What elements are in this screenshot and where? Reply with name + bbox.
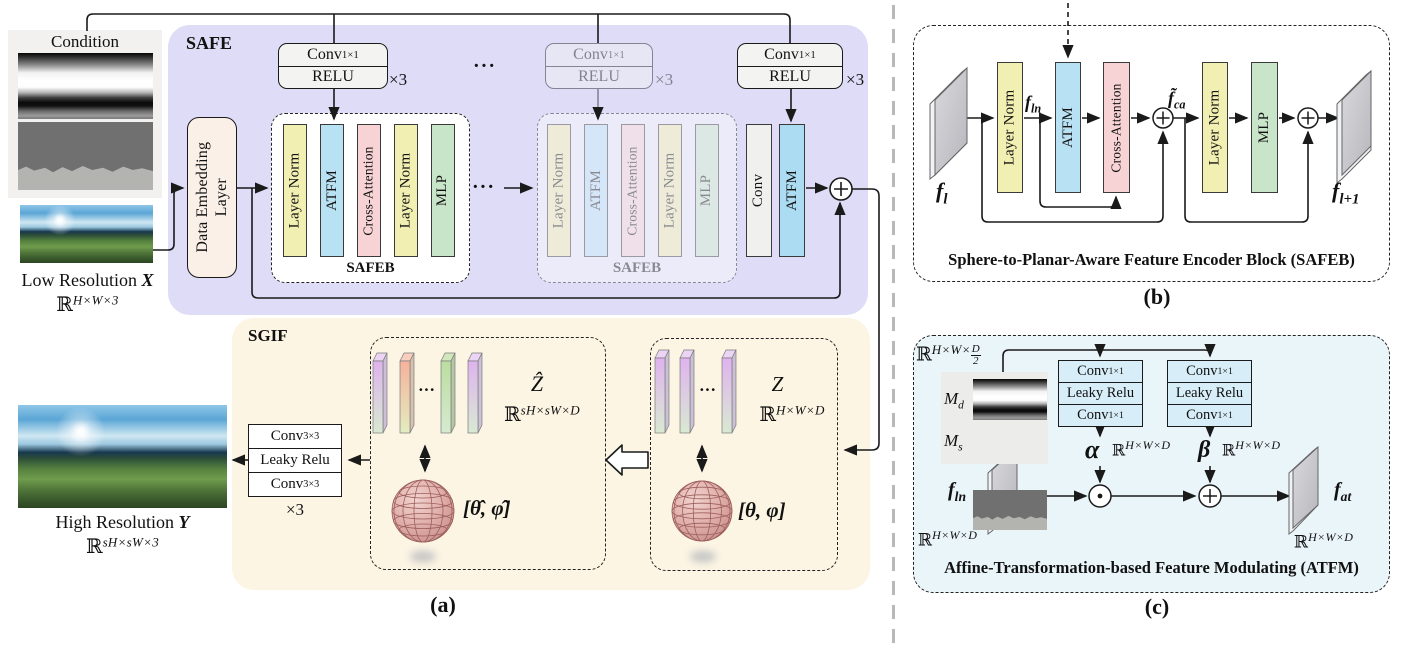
zhat-dim-label: ℝsH×sW×D [504, 402, 580, 426]
zhat-bars-ellipsis: ··· [418, 380, 436, 399]
safeb-label: SAFEB [346, 260, 395, 276]
semantic-mask-image [973, 490, 1047, 530]
ellipsis-top: ··· [473, 55, 497, 77]
beta-dim-label: ℝH×W×D [1222, 438, 1281, 460]
condition-semantic-mask-image [18, 122, 153, 190]
cross-attention-bar: Cross-Attention [621, 124, 645, 257]
high-resolution-dim: ℝsH×sW×3 [85, 534, 160, 558]
atfm-bar: ATFM [584, 124, 608, 257]
relu-label: RELU [738, 65, 842, 89]
high-resolution-output-image [18, 405, 227, 508]
z-var-label: Z [771, 372, 784, 396]
ellipsis-mid: ··· [472, 176, 496, 198]
leaky-relu-label: Leaky Relu [1168, 382, 1251, 404]
sphere-shadow [690, 551, 716, 562]
high-resolution-label: High Resolution Y [55, 512, 190, 532]
f-at-output-label: fat [1334, 479, 1352, 504]
z-bars-ellipsis: ··· [699, 380, 717, 399]
conv-output-bar: Conv [746, 124, 772, 257]
safeb-detail-box [913, 25, 1390, 282]
conv3x3-times: ×3 [285, 500, 305, 519]
atfm-output-bar: ATFM [779, 124, 805, 257]
layer-norm-bar: Layer Norm [997, 62, 1023, 193]
conv-relu-1-times: ×3 [389, 70, 408, 89]
zhat-angles-label: [θ̂, φ̂] [463, 496, 511, 520]
f-ln-dim-label: ℝH×W×D [918, 528, 978, 550]
layer-norm-bar: Layer Norm [658, 124, 682, 257]
z-dim-label: ℝH×W×D [759, 402, 825, 426]
f-l-label: fl [936, 178, 948, 208]
layer-norm-bar: Layer Norm [547, 124, 571, 257]
cross-attention-bar: Cross-Attention [1103, 62, 1130, 193]
f-at-dim-label: ℝH×W×D [1294, 530, 1354, 552]
f-l-next-label: fl+1 [1332, 178, 1360, 208]
condition-label: Condition [50, 32, 119, 51]
layer-norm-bar: Layer Norm [394, 124, 418, 257]
panel-b-caption: (b) [1143, 284, 1171, 309]
leaky-relu-label: Leaky Relu [249, 448, 341, 472]
conv-relu-2-times: ×3 [655, 70, 674, 89]
beta-label: β [1198, 437, 1211, 463]
layer-norm-bar: Layer Norm [283, 124, 307, 257]
alpha-label: α [1085, 435, 1100, 464]
alpha-dim-label: ℝH×W×D [1112, 438, 1171, 460]
m-s-label: Ms [944, 431, 963, 454]
atfm-bar: ATFM [1055, 62, 1081, 193]
safe-title: SAFE [186, 33, 233, 53]
sgif-title: SGIF [248, 326, 288, 345]
z-angles-label: [θ, φ] [738, 498, 786, 522]
distortion-map-image [973, 379, 1047, 420]
data-embedding-layer: Data Embedding Layer [187, 117, 237, 278]
low-resolution-label: Low Resolution X [21, 270, 154, 290]
sphere-hat-shadow [410, 551, 436, 562]
atfm-bar: ATFM [320, 124, 344, 257]
safeb-detail-title: Sphere-to-Planar-Aware Feature Encoder B… [948, 250, 1355, 269]
mlp-bar: MLP [1251, 62, 1278, 193]
f-ln-label: fln [1025, 92, 1042, 116]
relu-label: RELU [279, 65, 387, 89]
zhat-var-label: Ẑ [530, 371, 544, 396]
low-resolution-dim: ℝH×W×3 [56, 292, 119, 316]
low-resolution-input-image [20, 205, 153, 263]
m-d-label: Md [944, 389, 964, 412]
panel-c-caption: (c) [1144, 594, 1170, 619]
leaky-relu-label: Leaky Relu [1059, 382, 1142, 404]
conv-relu-3-times: ×3 [846, 70, 865, 89]
relu-label: RELU [546, 65, 652, 89]
f-ca-label: f̃ca [1168, 88, 1186, 112]
condition-distortion-map-image [18, 53, 153, 119]
atfm-detail-title: Affine-Transformation-based Feature Modu… [944, 558, 1359, 577]
panel-divider [892, 5, 895, 653]
panel-a-caption: (a) [430, 592, 456, 617]
layer-norm-bar: Layer Norm [1202, 62, 1228, 193]
safeb-label: SAFEB [612, 260, 662, 276]
z-feature-box [650, 338, 838, 571]
mlp-bar: MLP [431, 124, 455, 257]
cross-attention-bar: Cross-Attention [357, 124, 381, 257]
f-ln-input-label: fln [948, 479, 967, 504]
mlp-bar: MLP [695, 124, 719, 257]
